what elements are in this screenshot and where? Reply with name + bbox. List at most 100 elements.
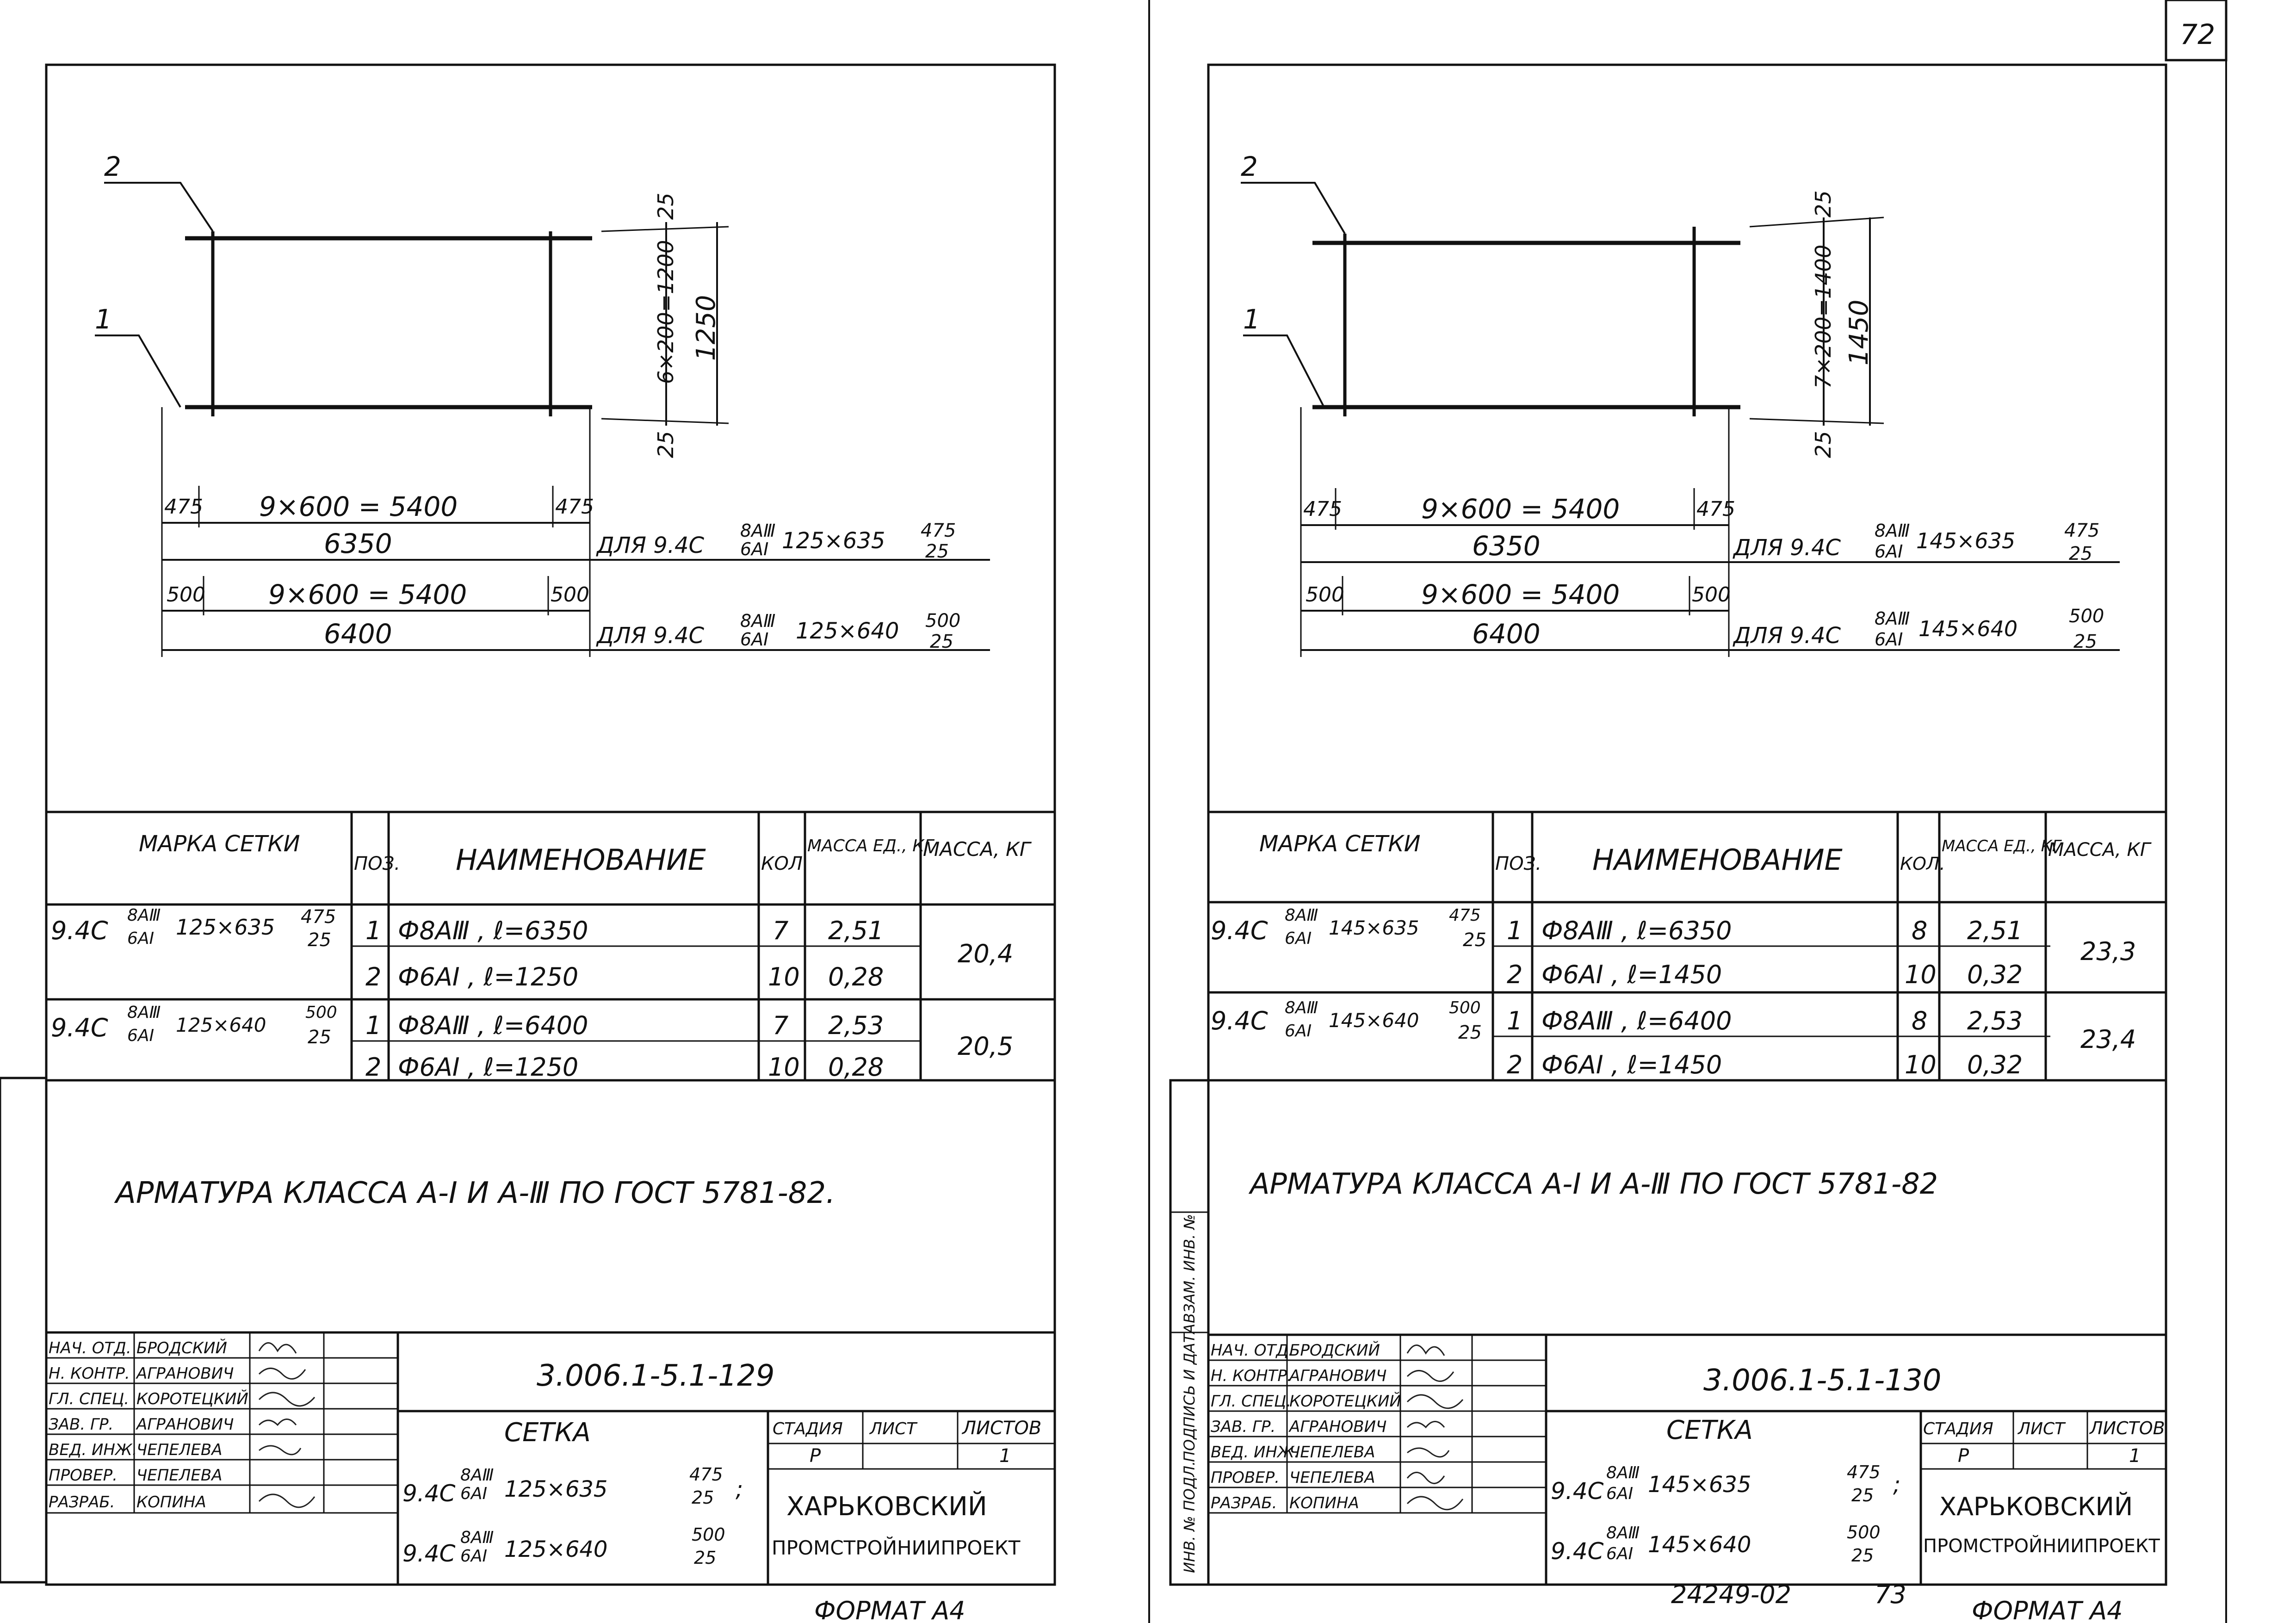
vert-bottom-end: 25 — [653, 431, 678, 458]
role-5: ПРОВЕР. — [1211, 1468, 1280, 1487]
g1-r1-pos: 1 — [365, 916, 381, 945]
drawing-sheet-right: 72 2 1 25 7×200=1400 1450 25 475 9×600 =… — [1148, 0, 2296, 1623]
g2-r2-name: Ф6АI , ℓ=1250 — [398, 1053, 578, 1082]
g2-end-bottom: 25 — [1458, 1022, 1482, 1043]
row2-right-end: 500 — [551, 583, 589, 607]
row1-end-bottom: 25 — [2069, 543, 2092, 564]
g2-r1-unit-mass: 2,53 — [1967, 1006, 2023, 1035]
prod2-frac-bottom: 6AI — [1606, 1544, 1633, 1563]
row1-spacing: 9×600 = 5400 — [259, 491, 458, 522]
format-label: ФОРМАТ А4 — [1972, 1596, 2123, 1623]
name-4: ЧЕПЕЛЕВА — [1289, 1443, 1375, 1462]
title-block-grid — [1208, 1333, 2166, 1585]
row1-size: 125×635 — [782, 528, 885, 554]
row2-total: 6400 — [324, 618, 392, 650]
prod2-frac-top: 8AⅢ — [1606, 1524, 1640, 1542]
g2-frac-bottom: 6AI — [1285, 1022, 1312, 1041]
prod1-frac-bottom: 6AI — [460, 1484, 487, 1503]
prod1-frac-bottom: 6AI — [1606, 1484, 1633, 1503]
drawing-sheet-left: 2 1 25 6×200=1200 1250 25 475 9×600 = 54… — [0, 63, 1056, 1623]
sheet-right-svg: 72 2 1 25 7×200=1400 1450 25 475 9×600 =… — [1148, 0, 2228, 1623]
prod1-sep: ; — [1893, 1472, 1900, 1498]
g2-frac-top: 8AⅢ — [1285, 998, 1318, 1017]
role-1: Н. КОНТР. — [1211, 1367, 1292, 1385]
g2-end-bottom: 25 — [308, 1027, 331, 1048]
role-0: НАЧ. ОТД. — [1211, 1341, 1293, 1360]
prod1-prefix: 9.4С — [1551, 1478, 1604, 1505]
g1-size: 125×635 — [176, 915, 275, 940]
drawing-frame — [45, 63, 1056, 1586]
g1-frac-bottom: 6AI — [1285, 929, 1312, 948]
callout-2: 2 — [1241, 151, 1258, 182]
prod2-frac-top: 8AⅢ — [460, 1528, 494, 1547]
g2-prefix: 9.4С — [1211, 1006, 1268, 1035]
row1-label: ДЛЯ 9.4С — [596, 533, 705, 558]
name-6: КОПИНА — [1289, 1494, 1359, 1512]
g2-r1-unit-mass: 2,53 — [828, 1011, 884, 1040]
prod2-end-top: 500 — [1847, 1522, 1881, 1542]
side-stamp-texts: ИНВ. № ПОДЛ. ПОДПИСЬ И ДАТА ВЗАМ. ИНВ. № — [1181, 1214, 1198, 1573]
row1-spacing: 9×600 = 5400 — [1421, 493, 1620, 525]
row2-end-bottom: 25 — [2073, 631, 2097, 652]
row2-size: 145×640 — [1918, 616, 2018, 641]
sheet-label: ЛИСТ — [869, 1419, 918, 1438]
name-0: БРОДСКИЙ — [136, 1338, 227, 1357]
g1-prefix: 9.4С — [51, 916, 108, 945]
g1-r1-unit-mass: 2,51 — [828, 916, 884, 945]
product-name: СЕТКА — [1666, 1415, 1753, 1445]
role-6: РАЗРАБ. — [1211, 1494, 1277, 1512]
g2-r1-qty: 8 — [1912, 1006, 1927, 1035]
prod1-end-bottom: 25 — [692, 1487, 714, 1508]
row1-left-end: 475 — [164, 495, 203, 519]
role-5: ПРОВЕР. — [49, 1466, 118, 1485]
role-3: ЗАВ. ГР. — [49, 1415, 113, 1434]
g2-mass: 20,5 — [958, 1032, 1013, 1061]
format-label: ФОРМАТ А4 — [814, 1596, 965, 1623]
vert-top-end: 25 — [653, 192, 678, 220]
role-4: ВЕД. ИНЖ. — [49, 1441, 137, 1459]
side-stamp-partial — [0, 1077, 48, 1584]
prod2-prefix: 9.4С — [402, 1540, 456, 1567]
g1-mass: 20,4 — [958, 939, 1013, 968]
g1-end-top: 475 — [301, 906, 336, 928]
prod2-end-bottom: 25 — [694, 1548, 716, 1568]
g2-r1-qty: 7 — [773, 1011, 788, 1040]
prod2-end-top: 500 — [692, 1524, 725, 1545]
vert-total: 1450 — [1844, 299, 1874, 365]
g1-r2-name: Ф6АI , ℓ=1250 — [398, 962, 578, 991]
org-line-2: ПРОМСТРОЙНИИПРОЕКТ — [1923, 1535, 2160, 1557]
name-4: ЧЕПЕЛЕВА — [136, 1441, 222, 1459]
row2-frac-bottom: 6AI — [1875, 629, 1903, 650]
g1-r1-qty: 7 — [773, 916, 788, 945]
g1-mass: 23,3 — [2080, 937, 2136, 966]
hdr-pos: ПОЗ. — [1495, 853, 1541, 874]
g2-r2-qty: 10 — [1905, 1050, 1937, 1079]
g2-r2-unit-mass: 0,32 — [1967, 1050, 2023, 1079]
stage-label: СТАДИЯ — [1923, 1419, 1993, 1438]
row1-right-end: 475 — [555, 495, 594, 519]
prod1-prefix: 9.4С — [402, 1480, 456, 1507]
hdr-mass: МАССА, КГ — [2048, 839, 2152, 861]
g2-frac-bottom: 6AI — [127, 1026, 154, 1045]
row2-end-top: 500 — [2069, 606, 2104, 627]
g2-r1-name: Ф8АⅢ , ℓ=6400 — [398, 1011, 588, 1040]
spec-table-texts: МАРКА СЕТКИ ПОЗ. НАИМЕНОВАНИЕ КОЛ. МАССА… — [1211, 831, 2152, 1079]
name-1: АГРАНОВИЧ — [1288, 1367, 1386, 1385]
row2-frac-bottom: 6AI — [740, 629, 768, 650]
g2-size: 125×640 — [176, 1014, 266, 1036]
row2-right-end: 500 — [1692, 583, 1731, 607]
g1-frac-top: 8AⅢ — [1285, 906, 1318, 925]
row2-frac-top: 8AⅢ — [1875, 608, 1910, 629]
g2-r1-pos: 1 — [1507, 1006, 1522, 1035]
row1-frac-top: 8AⅢ — [740, 520, 775, 541]
role-2: ГЛ. СПЕЦ. — [1211, 1392, 1291, 1411]
org-line-1: ХАРЬКОВСКИЙ — [1939, 1492, 2133, 1521]
hdr-mark: МАРКА СЕТКИ — [139, 831, 300, 857]
side-inv-label: ИНВ. № ПОДЛ. — [1181, 1461, 1198, 1573]
page-number: 72 — [2180, 19, 2215, 51]
g2-r2-pos: 2 — [1507, 1050, 1522, 1079]
vert-top-end: 25 — [1811, 190, 1836, 217]
archive-page: 73 — [1875, 1580, 1906, 1609]
hdr-mark: МАРКА СЕТКИ — [1259, 831, 1421, 857]
drawing-texts: 2 1 25 6×200=1200 1250 25 475 9×600 = 54… — [95, 151, 960, 652]
